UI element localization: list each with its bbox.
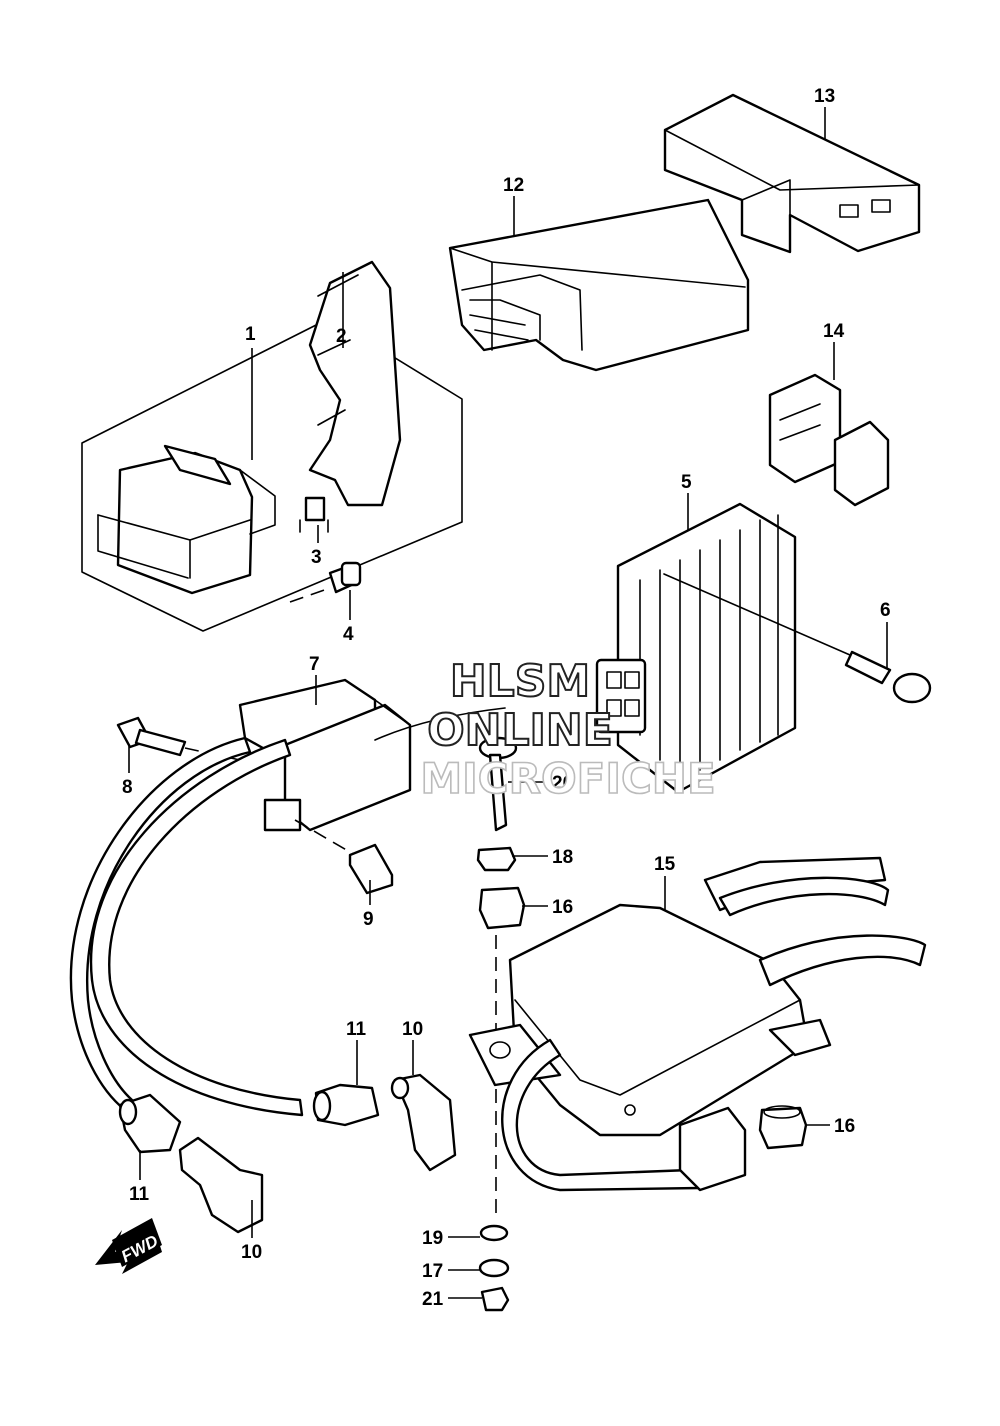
callout-16-right: 16 (834, 1116, 855, 1137)
callout-18: 18 (552, 847, 573, 868)
callout-13: 13 (814, 86, 835, 107)
sleeve-9 (348, 843, 394, 895)
callout-12: 12 (503, 175, 524, 196)
callout-2: 2 (336, 326, 347, 347)
callout-17: 17 (422, 1261, 443, 1282)
callout-numbers: 1 2 3 4 5 6 7 8 9 10 10 11 11 12 13 14 1… (122, 86, 891, 1310)
callout-6: 6 (880, 600, 891, 621)
grommet-16-right (758, 1105, 808, 1150)
rectifier-regulator (595, 502, 797, 794)
callout-14: 14 (823, 321, 845, 342)
callout-19: 19 (422, 1228, 443, 1249)
callout-8: 8 (122, 777, 133, 798)
watermark-line1: HLSM (450, 656, 590, 707)
callout-1: 1 (245, 324, 256, 345)
callout-5: 5 (681, 472, 692, 493)
callout-9: 9 (363, 909, 374, 930)
callout-16-center: 16 (552, 897, 573, 918)
callout-10-center: 10 (402, 1019, 423, 1040)
callout-3: 3 (311, 547, 322, 568)
relay-assembly (81, 260, 463, 632)
callout-11-left: 11 (129, 1184, 150, 1205)
watermark: HLSM ONLINE MICROFICHE (420, 655, 717, 804)
forward-arrow-icon: FWD (95, 1218, 162, 1274)
ecu-unit (448, 198, 750, 372)
callout-7: 7 (309, 654, 320, 675)
fasteners-center (476, 736, 526, 1312)
ecu-cover (663, 93, 921, 254)
callout-11-center: 11 (346, 1019, 367, 1040)
plug-caps (118, 1073, 457, 1234)
leader-lines (128, 107, 888, 1299)
control-module (468, 856, 927, 1192)
ignition-coil (238, 678, 412, 856)
callout-21: 21 (422, 1289, 444, 1310)
bolt-6 (663, 573, 932, 704)
callout-20: 20 (552, 773, 573, 794)
callout-4: 4 (343, 624, 354, 645)
callout-15: 15 (654, 854, 676, 875)
watermark-line2: ONLINE (427, 705, 613, 756)
connector-14 (768, 373, 890, 507)
callout-10-left: 10 (241, 1242, 262, 1263)
watermark-line3: MICROFICHE (420, 754, 715, 803)
bolt-8 (116, 716, 241, 761)
